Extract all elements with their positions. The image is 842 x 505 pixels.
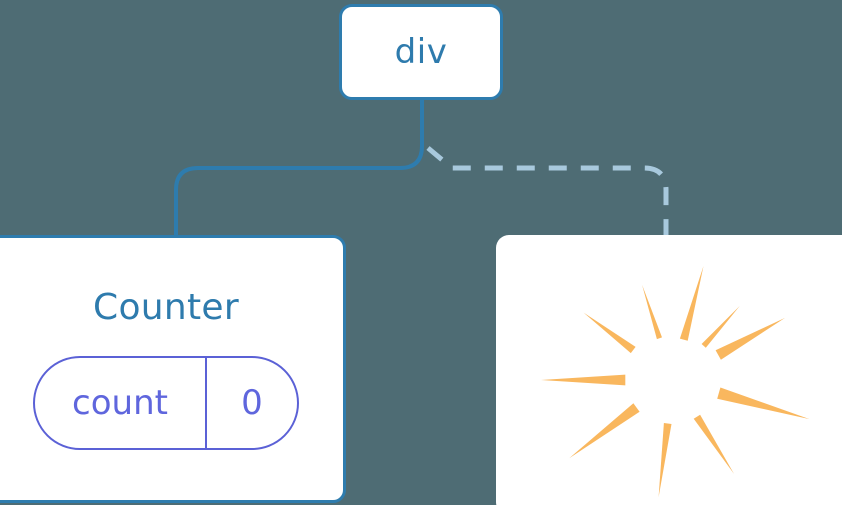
state-pill-value: 0 [241, 383, 263, 423]
edge-div-to-sparkle [426, 146, 669, 237]
sparkle-ray-1 [642, 284, 662, 340]
node-sparkle[interactable] [496, 235, 842, 505]
sparkle-ray-6 [693, 414, 734, 474]
sparkle-ray-0 [679, 266, 704, 341]
node-div[interactable]: div [339, 4, 503, 100]
edge-div-to-counter [174, 98, 424, 239]
node-div-label: div [394, 32, 448, 72]
sparkle-ray-7 [717, 387, 810, 420]
sparkle-burst-icon [541, 266, 810, 498]
sparkle-ray-5 [658, 423, 672, 498]
state-pill-count[interactable]: count 0 [33, 356, 299, 450]
sparkle-ray-4 [569, 403, 640, 459]
sparkle-ray-8 [715, 317, 785, 360]
node-counter-label: Counter [93, 287, 239, 328]
node-counter[interactable]: Counter count 0 [0, 235, 346, 503]
sparkle-ray-9 [701, 305, 740, 348]
state-pill-key: count [35, 358, 207, 448]
sparkle-ray-2 [583, 312, 636, 354]
sparkle-ray-3 [541, 374, 626, 386]
